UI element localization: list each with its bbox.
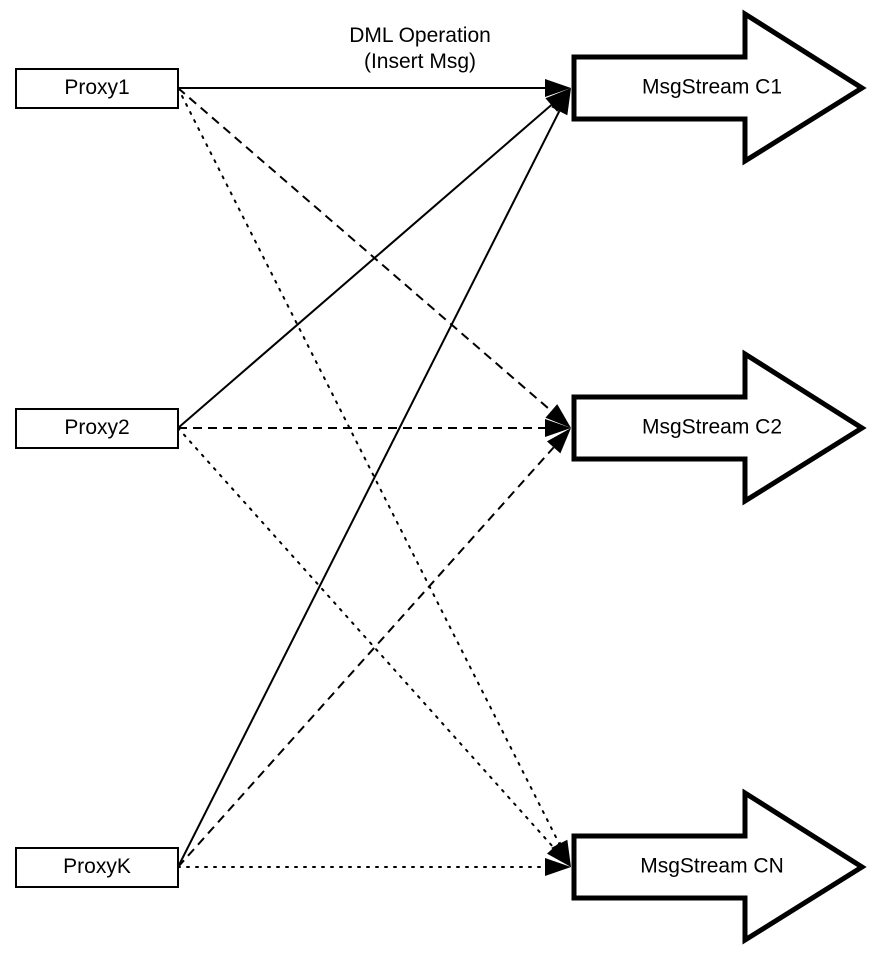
msgstream-label-msgstream_cn: MsgStream CN — [640, 855, 784, 878]
msgstream-arrow-shape-msgstream_c2 — [571, 349, 867, 506]
msgstream-targets-layer: MsgStream C1 MsgStream C2 MsgStream CN — [571, 9, 867, 945]
msgstream-msgstream_c1[interactable]: MsgStream C1 — [571, 9, 867, 166]
proxy-label-proxy2: Proxy2 — [64, 416, 129, 439]
proxy-node-proxy1[interactable]: Proxy1 — [15, 68, 179, 109]
arrowhead-proxyk-to-cn — [545, 858, 571, 876]
msgstream-label-msgstream_c2: MsgStream C2 — [642, 416, 782, 439]
msgstream-arrow-shape-msgstream_cn — [571, 788, 867, 945]
proxy-box-proxy2 — [15, 408, 179, 449]
proxy-label-proxy1: Proxy1 — [64, 76, 129, 99]
msgstream-label-msgstream_c1: MsgStream C1 — [642, 76, 782, 99]
arrowhead-proxy2-to-c2 — [545, 419, 571, 437]
proxy-node-proxyk[interactable]: ProxyK — [15, 847, 179, 888]
arrowhead-proxyk-to-c2 — [546, 428, 571, 454]
proxy-box-proxy1 — [15, 68, 179, 109]
dml-operation-annotation-line2: (Insert Msg) — [364, 50, 476, 73]
arrowhead-proxy1-to-c2 — [545, 404, 571, 428]
edge-proxyk-to-c1 — [177, 110, 561, 868]
arrowhead-proxy1-to-c1 — [545, 79, 571, 97]
edge-proxy2-to-cn — [177, 427, 555, 849]
proxy-box-proxyk — [15, 847, 179, 888]
msgstream-msgstream_c2[interactable]: MsgStream C2 — [571, 349, 867, 506]
dml-operation-annotation-line1: DML Operation — [349, 24, 491, 47]
dml-operation-annotation: DML Operation (Insert Msg) — [349, 24, 491, 73]
msgstream-msgstream_cn[interactable]: MsgStream CN — [571, 788, 867, 945]
edge-proxy1-to-c2 — [177, 87, 552, 412]
edge-arrowheads-layer — [545, 79, 571, 876]
msgstream-arrow-shape-msgstream_c1 — [571, 9, 867, 166]
proxy-label-proxyk: ProxyK — [63, 855, 131, 878]
edges-layer — [177, 87, 561, 868]
edge-proxy1-to-cn — [177, 87, 561, 845]
arrowhead-proxy2-to-c1 — [545, 88, 571, 112]
proxy-node-proxy2[interactable]: Proxy2 — [15, 408, 179, 449]
arrowhead-proxy2-to-cn — [546, 841, 571, 867]
edge-proxyk-to-c2 — [177, 446, 555, 868]
edge-proxy2-to-c1 — [177, 104, 552, 429]
arrowhead-proxyk-to-c1 — [551, 88, 571, 116]
